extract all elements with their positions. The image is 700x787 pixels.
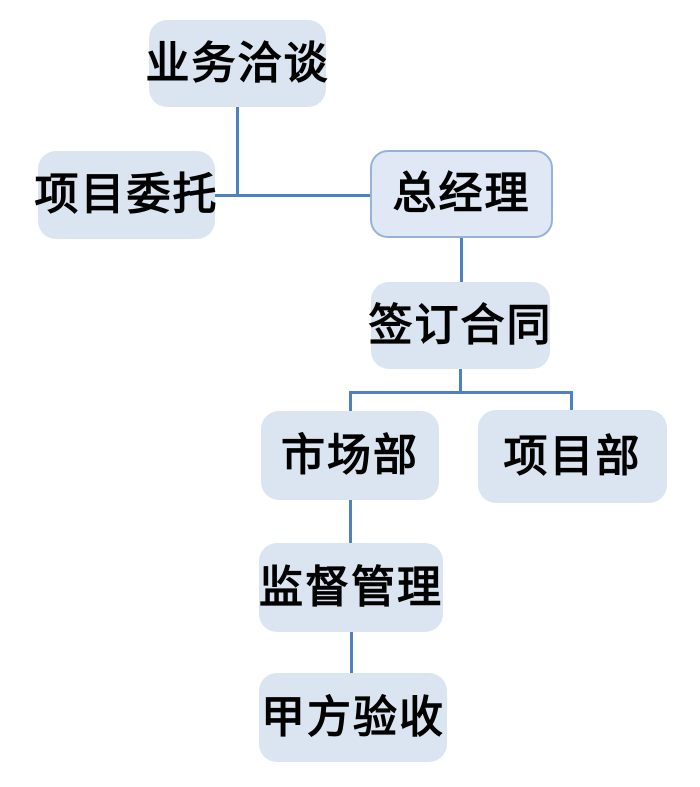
node-project-commission: 项目委托 (35, 151, 217, 239)
node-project-commission-label: 项目委托 (34, 170, 219, 219)
node-project-dept: 项目部 (478, 410, 667, 503)
connector-branch-to-project-dept (570, 391, 573, 410)
node-client-acceptance-label: 甲方验收 (261, 692, 445, 742)
connector-manager-to-contract (460, 238, 463, 282)
node-supervision-management: 监督管理 (259, 543, 443, 632)
connector-commission-to-manager (215, 194, 370, 197)
node-general-manager: 总经理 (370, 150, 553, 238)
connector-supervision-to-acceptance (350, 632, 353, 673)
connector-contract-to-branch (459, 369, 462, 393)
node-sign-contract-label: 签订合同 (368, 300, 553, 350)
node-marketing-dept-label: 市场部 (281, 430, 419, 480)
node-marketing-dept: 市场部 (261, 411, 439, 500)
connector-negotiation-to-junction (236, 107, 239, 197)
node-general-manager-label: 总经理 (392, 169, 531, 218)
connector-marketing-to-supervision (349, 500, 352, 543)
node-business-negotiation-label: 业务洽谈 (145, 38, 330, 88)
connector-branch-to-marketing (349, 391, 352, 411)
node-business-negotiation: 业务洽谈 (146, 20, 328, 107)
node-sign-contract: 签订合同 (368, 282, 553, 369)
connector-branch-horizontal (349, 391, 573, 394)
node-client-acceptance: 甲方验收 (259, 673, 447, 762)
node-supervision-management-label: 监督管理 (259, 562, 443, 612)
node-project-dept-label: 项目部 (503, 431, 642, 481)
